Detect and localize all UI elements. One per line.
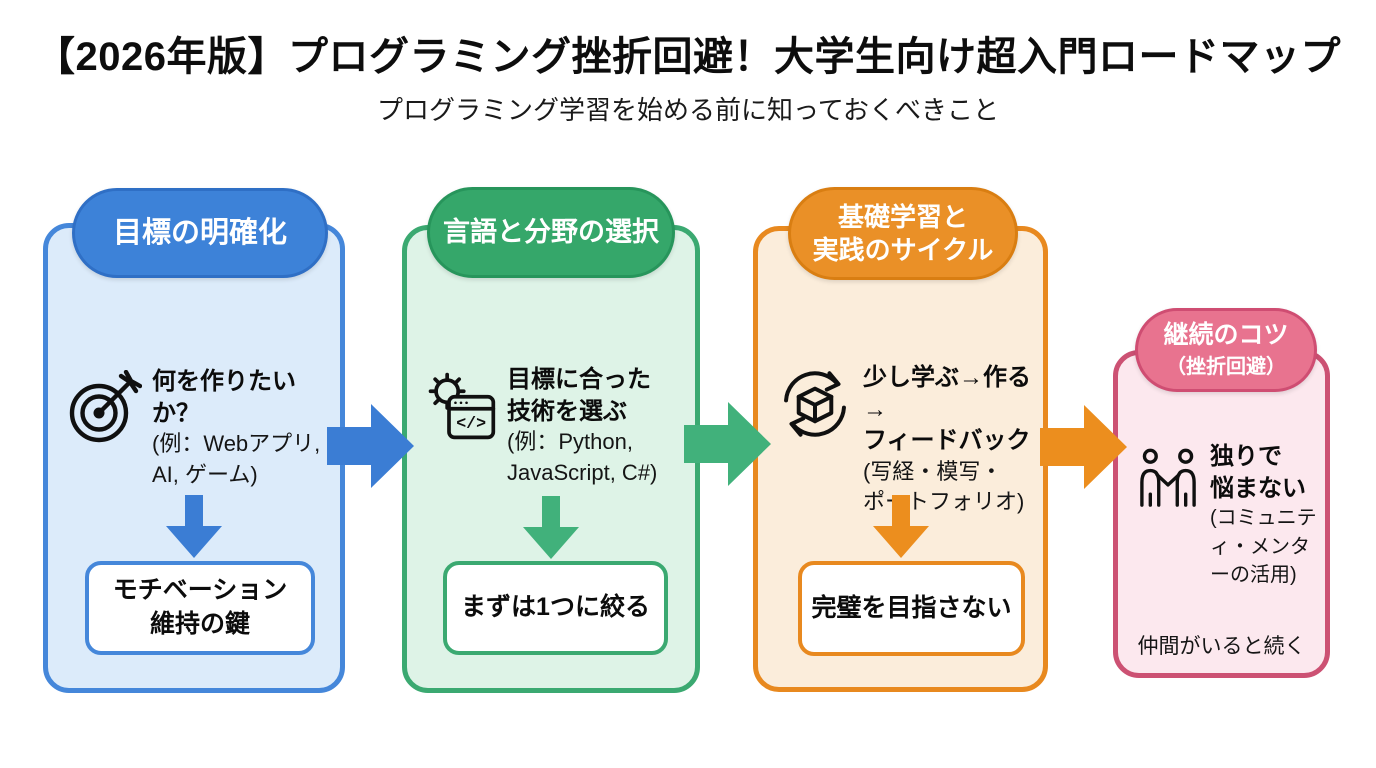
feature-note: (写経・模写・ ポートフォリオ) xyxy=(863,459,1025,515)
down-arrow-icon xyxy=(165,495,223,564)
flow-arrow-right xyxy=(684,400,772,493)
feature-note: (コミュニティ・メンターの活用) xyxy=(1210,507,1317,587)
down-arrow-icon xyxy=(522,496,580,565)
column-header-pill: 継続のコツ （挫折回避） xyxy=(1135,308,1317,392)
key-point-box: 完璧を目指さない xyxy=(798,561,1025,656)
gear-code-icon: </> xyxy=(425,370,497,488)
column-header-label: 言語と分野の選択 xyxy=(443,216,659,247)
feature-note: (例：Python, JavaScript, C#) xyxy=(507,429,658,485)
feature-row: 少し学ぶ→作る→ フィードバック (写経・模写・ ポートフォリオ) xyxy=(777,362,1047,518)
column-header-pill: 基礎学習と 実践のサイクル xyxy=(788,187,1018,280)
column-header-label: 基礎学習と 実践のサイクル xyxy=(812,202,994,265)
feature-point: 独りで 悩まない xyxy=(1210,443,1306,502)
column-card-continuation: 継続のコツ （挫折回避） 独りで 悩まない (コミュニティ・メンターの活用) xyxy=(1113,308,1330,678)
flow-arrow-right xyxy=(1040,403,1128,496)
column-header-label: 継続のコツ xyxy=(1163,321,1289,350)
down-arrow-icon xyxy=(872,495,930,564)
flow-arrow-right xyxy=(327,402,415,495)
footer-note: 仲間がいると続く xyxy=(1137,635,1306,658)
column-header-pill: 目標の明確化 xyxy=(72,188,328,278)
feature-row: </> 目標に合った 技術を選ぶ (例：Python, JavaScript, … xyxy=(425,364,699,488)
feature-point: 目標に合った 技術を選ぶ xyxy=(507,366,651,425)
feature-point: 少し学ぶ→作る→ フィードバック xyxy=(863,364,1031,455)
column-header-pill: 言語と分野の選択 xyxy=(427,187,675,278)
cycle-box-icon xyxy=(777,366,853,518)
feature-note: (例：Webアプリ, AI, ゲーム) xyxy=(152,431,321,487)
column-header-sublabel: （挫折回避） xyxy=(1166,355,1286,378)
page-title: 【2026年版】プログラミング挫折回避！大学生向け超入門ロードマップ xyxy=(35,35,1341,79)
page-subtitle: プログラミング学習を始める前に知っておくべきこと xyxy=(377,95,999,125)
target-icon xyxy=(68,370,142,490)
column-card-goal: 目標の明確化 何を作りたいか？ (例：Webアプリ, AI, ゲーム) xyxy=(43,188,345,693)
key-point-box: モチベーション 維持の鍵 xyxy=(85,561,315,655)
code-glyph: </> xyxy=(456,414,486,433)
column-card-language: 言語と分野の選択 </> 目標に合った 技術を選ぶ (例：Python, Jav… xyxy=(402,187,700,693)
feature-row: 何を作りたいか？ (例：Webアプリ, AI, ゲーム) xyxy=(68,366,340,490)
key-point-box: まずは1つに絞る xyxy=(443,561,668,655)
handshake-icon xyxy=(1136,447,1200,590)
feature-point: 何を作りたいか？ xyxy=(152,368,296,427)
column-card-cycle: 基礎学習と 実践のサイクル 少し学ぶ→作る→ フィードバック (写経・模写・ ポ… xyxy=(753,187,1048,692)
column-header-label: 目標の明確化 xyxy=(112,216,287,249)
feature-row: 独りで 悩まない (コミュニティ・メンターの活用) xyxy=(1136,441,1328,590)
